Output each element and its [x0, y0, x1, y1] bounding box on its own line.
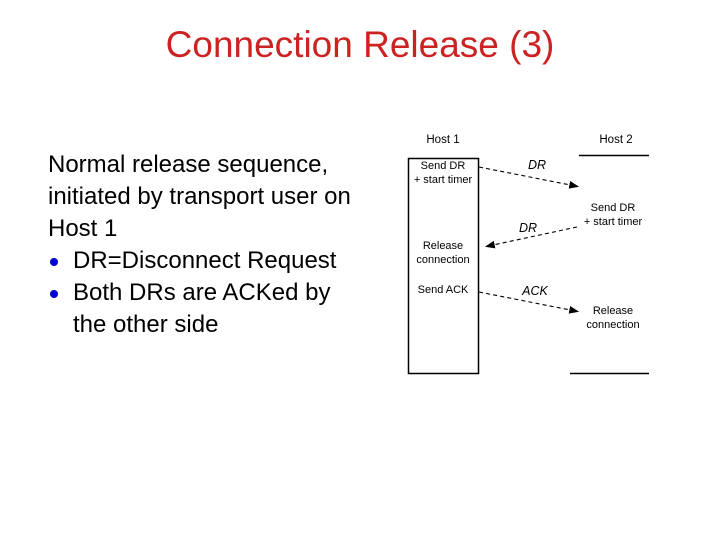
bullet-item-text: DR=Disconnect Request	[73, 247, 337, 274]
bullet-icon	[50, 290, 58, 298]
host1-timeline-box	[407, 157, 480, 375]
host1-send-ack-text: Send ACK	[417, 284, 469, 296]
dr-message-label-1: DR	[527, 158, 547, 172]
dr-arrow-host1-to-host2	[478, 166, 580, 189]
bullet-item-text: Both DRs are ACKed by	[73, 279, 331, 306]
host1-label: Host 1	[426, 134, 460, 146]
bullet-item-2: Both DRs are ACKed by	[48, 277, 393, 309]
body-text: Normal release sequence, initiated by tr…	[48, 149, 393, 341]
ack-arrow-host1-to-host2	[478, 291, 580, 314]
slide-title: Connection Release (3)	[165, 24, 555, 65]
intro-line-3: Host 1	[48, 215, 118, 242]
host2-label: Host 2	[599, 134, 633, 146]
host2-release-text: Release connection	[586, 305, 640, 331]
bullet-icon	[50, 258, 58, 266]
intro-line-2: initiated by transport user on	[48, 183, 351, 210]
bullet-item-2-wrap: the other side	[73, 311, 219, 338]
intro-line-1: Normal release sequence,	[48, 151, 329, 178]
host1-release-text: Release connection	[416, 240, 470, 266]
host1-send-dr-text: Send DR + start timer	[413, 160, 473, 186]
bullet-item-1: DR=Disconnect Request	[48, 245, 393, 277]
host2-send-dr-text: Send DR + start timer	[583, 202, 643, 228]
dr-arrow-host2-to-host1	[484, 226, 578, 249]
ack-message-label: ACK	[522, 284, 548, 298]
dr-message-label-2: DR	[518, 221, 538, 235]
